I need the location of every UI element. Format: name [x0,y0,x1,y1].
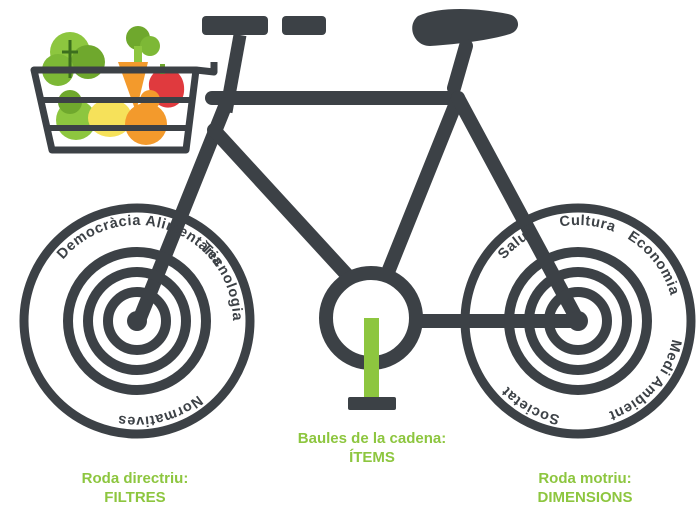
pedal [348,397,396,410]
front-wheel-caption: Roda directriu: FILTRES [40,469,230,507]
carrot-icon [118,62,148,112]
lettuce-icon [42,32,105,86]
saddle [412,9,519,46]
front-wheel [19,203,255,439]
basket [30,62,218,154]
chain-caption-title: Baules de la cadena: [297,430,447,447]
chain-caption-value: ÍTEMS [349,449,395,466]
lemon-icon [88,99,132,137]
front-wheel-caption-value: FILTRES [104,489,166,506]
rear-wheel-caption: Roda motriu: DIMENSIONS [490,469,680,507]
crank-arm [364,318,379,398]
rear-wheel-caption-title: Roda motriu: [538,470,632,487]
broccoli-icon [126,26,160,68]
chain-caption: Baules de la cadena: ÍTEMS [262,429,482,467]
rear-wheel [460,203,696,439]
rear-wheel-caption-value: DIMENSIONS [537,489,633,506]
front-wheel-caption-title: Roda directriu: [81,470,189,487]
